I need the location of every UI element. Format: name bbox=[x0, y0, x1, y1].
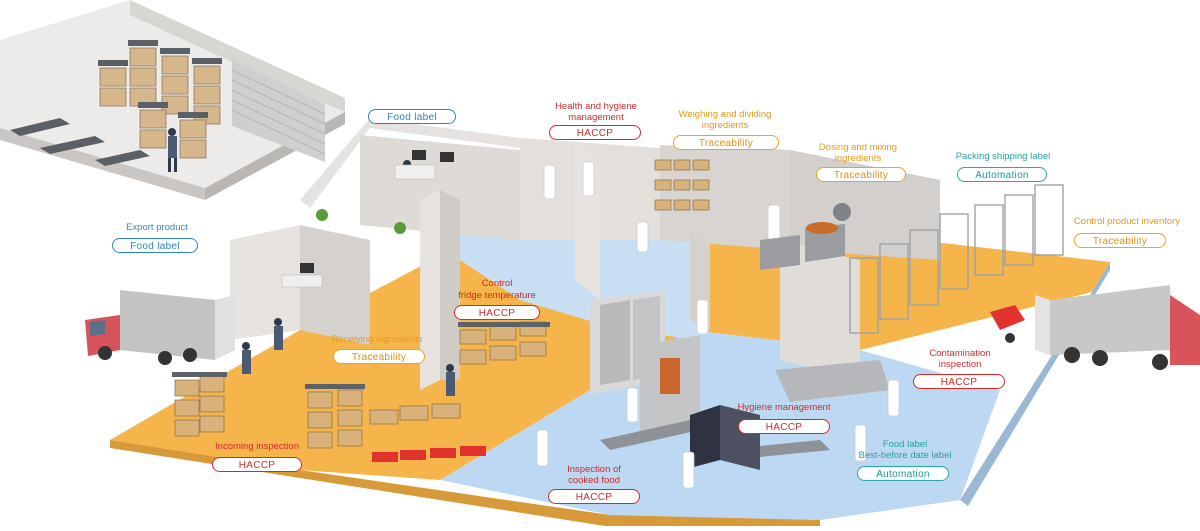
receiving-traceability-tag: Traceability bbox=[333, 349, 425, 364]
cooked-food-caption-line1: Inspection of bbox=[567, 464, 621, 475]
shelves bbox=[174, 159, 710, 449]
warehouse-worker bbox=[168, 128, 177, 172]
office-desks bbox=[281, 150, 454, 288]
weighing-traceability-tag: Traceability bbox=[673, 135, 779, 150]
contamination-haccp-tag: HACCP bbox=[913, 374, 1005, 389]
cooked-food-haccp-tag: HACCP bbox=[548, 489, 640, 504]
truck-left bbox=[85, 290, 235, 365]
office-food-label-tag: Food label bbox=[368, 109, 456, 124]
fridge-caption-line1: Control bbox=[481, 278, 513, 289]
export-warehouse bbox=[0, 0, 345, 200]
truck-right bbox=[990, 285, 1200, 370]
contamination-caption-line2: inspection bbox=[938, 359, 982, 370]
fridge-caption-line2: fridge temperature bbox=[458, 290, 536, 301]
best-before-caption-line2: Best-before date label bbox=[858, 450, 952, 461]
weighing-caption-line1: Weighing and dividing bbox=[678, 109, 772, 120]
mixer bbox=[760, 203, 851, 270]
red-crates bbox=[372, 446, 486, 462]
dosing-traceability-tag: Traceability bbox=[816, 167, 906, 182]
cooked-food-caption-line2: cooked food bbox=[568, 475, 620, 486]
incoming-inspection-caption: Incoming inspection bbox=[215, 441, 299, 452]
best-before-automation-tag: Automation bbox=[857, 466, 949, 481]
inventory-traceability-tag: Traceability bbox=[1074, 233, 1166, 248]
receiving-caption: Receiving ingredients bbox=[331, 334, 423, 345]
best-before-caption-line1: Food label bbox=[882, 439, 928, 450]
incoming-haccp-tag: HACCP bbox=[212, 457, 302, 472]
weighing-caption-line2: ingredients bbox=[701, 120, 749, 131]
export-food-label-tag: Food label bbox=[112, 238, 198, 253]
health-hygiene-caption-line1: Health and hygiene bbox=[555, 101, 637, 112]
shelf-tops bbox=[172, 322, 550, 389]
hygiene-management-caption: Hygiene management bbox=[737, 402, 831, 413]
hygiene-haccp-tag: HACCP bbox=[738, 419, 830, 434]
contamination-caption-line1: Contamination bbox=[929, 348, 991, 359]
packing-shipping-caption: Packing shipping label bbox=[955, 151, 1051, 162]
workers bbox=[242, 160, 900, 489]
dosing-caption-line1: Dosing and mixing bbox=[818, 142, 898, 153]
health-hygiene-haccp-tag: HACCP bbox=[549, 125, 641, 140]
dosing-caption-line2: ingredients bbox=[834, 153, 882, 164]
fridge-haccp-tag: HACCP bbox=[454, 305, 540, 320]
packing-automation-tag: Automation bbox=[957, 167, 1047, 182]
export-product-caption: Export product bbox=[126, 222, 188, 233]
health-hygiene-caption-line2: management bbox=[568, 112, 624, 123]
control-inventory-caption: Control product inventory bbox=[1073, 216, 1181, 227]
roll-cages bbox=[849, 184, 1064, 334]
